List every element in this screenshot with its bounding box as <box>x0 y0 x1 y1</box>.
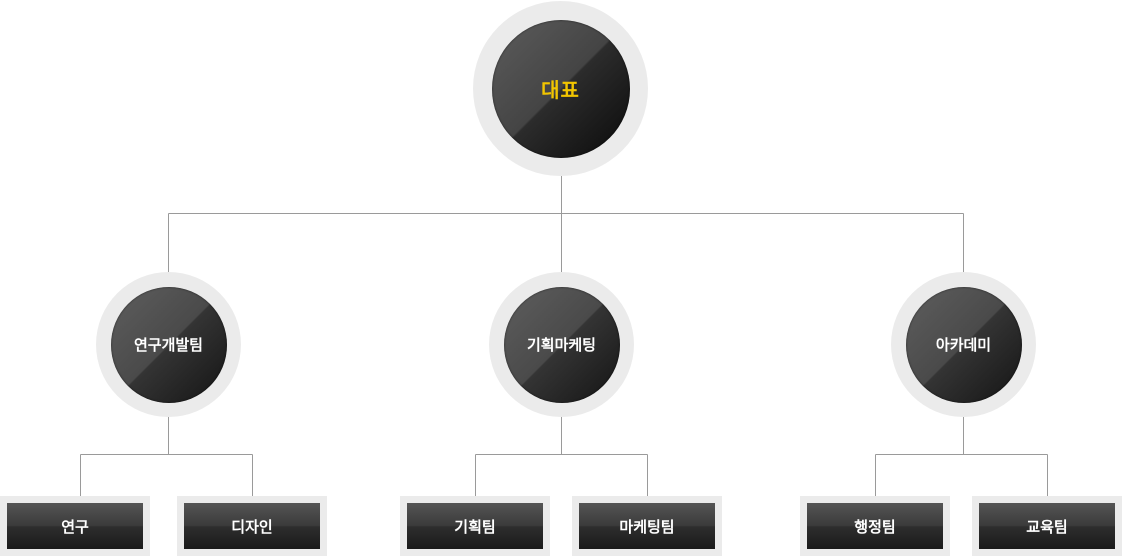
node-dept-planning-marketing: 기획마케팅 <box>489 272 634 417</box>
node-team-planning-label: 기획팀 <box>454 517 496 536</box>
node-dept-academy-circle: 아카데미 <box>905 286 1022 403</box>
node-team-planning-box: 기획팀 <box>407 503 543 549</box>
node-team-education: 교육팀 <box>972 496 1122 556</box>
node-dept-rnd-circle: 연구개발팀 <box>110 286 227 403</box>
node-team-research: 연구 <box>0 496 150 556</box>
node-dept-academy-label: 아카데미 <box>935 336 992 354</box>
node-team-research-box: 연구 <box>7 503 143 549</box>
node-team-administration-box: 행정팀 <box>807 503 943 549</box>
node-team-marketing: 마케팅팀 <box>572 496 722 556</box>
node-dept-academy: 아카데미 <box>891 272 1036 417</box>
node-team-marketing-box: 마케팅팀 <box>579 503 715 549</box>
node-team-administration-label: 행정팀 <box>854 517 896 536</box>
node-team-planning: 기획팀 <box>400 496 550 556</box>
node-dept-planning-marketing-circle: 기획마케팅 <box>503 286 620 403</box>
node-team-design-box: 디자인 <box>184 503 320 549</box>
node-team-education-box: 교육팀 <box>979 503 1115 549</box>
node-team-education-label: 교육팀 <box>1026 517 1068 536</box>
node-ceo-label: 대표 <box>541 78 580 102</box>
node-team-design-label: 디자인 <box>231 517 273 536</box>
node-team-marketing-label: 마케팅팀 <box>619 517 675 536</box>
node-dept-rnd: 연구개발팀 <box>96 272 241 417</box>
node-team-administration: 행정팀 <box>800 496 950 556</box>
node-team-research-label: 연구 <box>61 517 89 536</box>
node-ceo-circle: 대표 <box>491 19 630 158</box>
node-dept-rnd-label: 연구개발팀 <box>133 336 203 354</box>
node-dept-planning-marketing-label: 기획마케팅 <box>526 336 596 354</box>
node-ceo: 대표 <box>473 1 648 176</box>
node-team-design: 디자인 <box>177 496 327 556</box>
